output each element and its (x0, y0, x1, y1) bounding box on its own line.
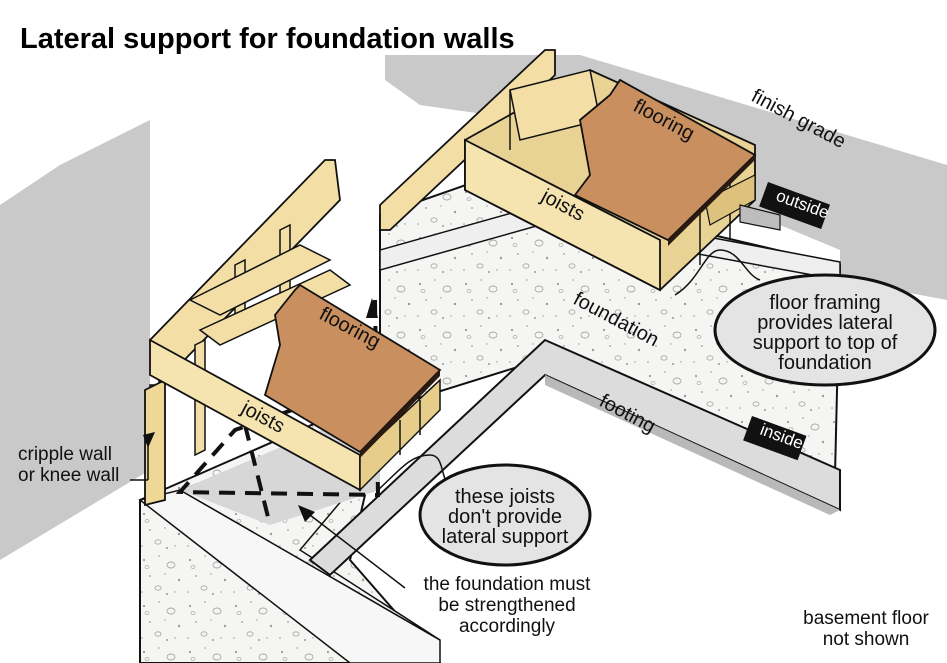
foundation-left-top (138, 489, 441, 663)
no-support-callout-bubble (418, 463, 592, 567)
label-line: cripple wall (18, 444, 112, 465)
note-line: basement floor (803, 608, 929, 629)
floor-framing-callout-bubble (713, 273, 937, 387)
page-title: Lateral support for foundation walls (20, 23, 515, 55)
callout-line: provides lateral (757, 312, 893, 334)
label-line: or knee wall (18, 465, 119, 486)
callout-line: lateral support (442, 526, 569, 548)
callout-line: floor framing (769, 292, 880, 314)
left-floor-framing (144, 159, 441, 507)
strengthen-arrow-up (366, 298, 378, 318)
inside-tag (743, 416, 807, 461)
basement-floor-note: basement floor not shown (803, 608, 929, 650)
outside-tag (759, 182, 831, 230)
strengthen-arrow (298, 505, 315, 522)
callout-line: these joists (455, 486, 555, 508)
cripple-wall-label: cripple wall or knee wall (18, 444, 119, 486)
right-flooring (573, 78, 757, 246)
footing-face (545, 375, 840, 515)
finish-grade-left (0, 120, 150, 560)
callout-line: don't provide (448, 506, 562, 528)
callout-line: support to top of (753, 332, 898, 354)
strengthen-note: the foundation must be strengthened acco… (424, 574, 592, 637)
floor-framing-callout-text: floor framing provides lateral support t… (753, 292, 898, 374)
cripple-wall-arrow (143, 432, 155, 448)
left-flooring (263, 283, 442, 458)
callout-line: foundation (778, 352, 871, 374)
note-line: not shown (823, 629, 910, 650)
no-support-callout-text: these joists don't provide lateral suppo… (442, 486, 569, 548)
note-line: accordingly (459, 616, 556, 637)
note-line: be strengthened (438, 595, 575, 616)
note-line: the foundation must (424, 574, 592, 595)
